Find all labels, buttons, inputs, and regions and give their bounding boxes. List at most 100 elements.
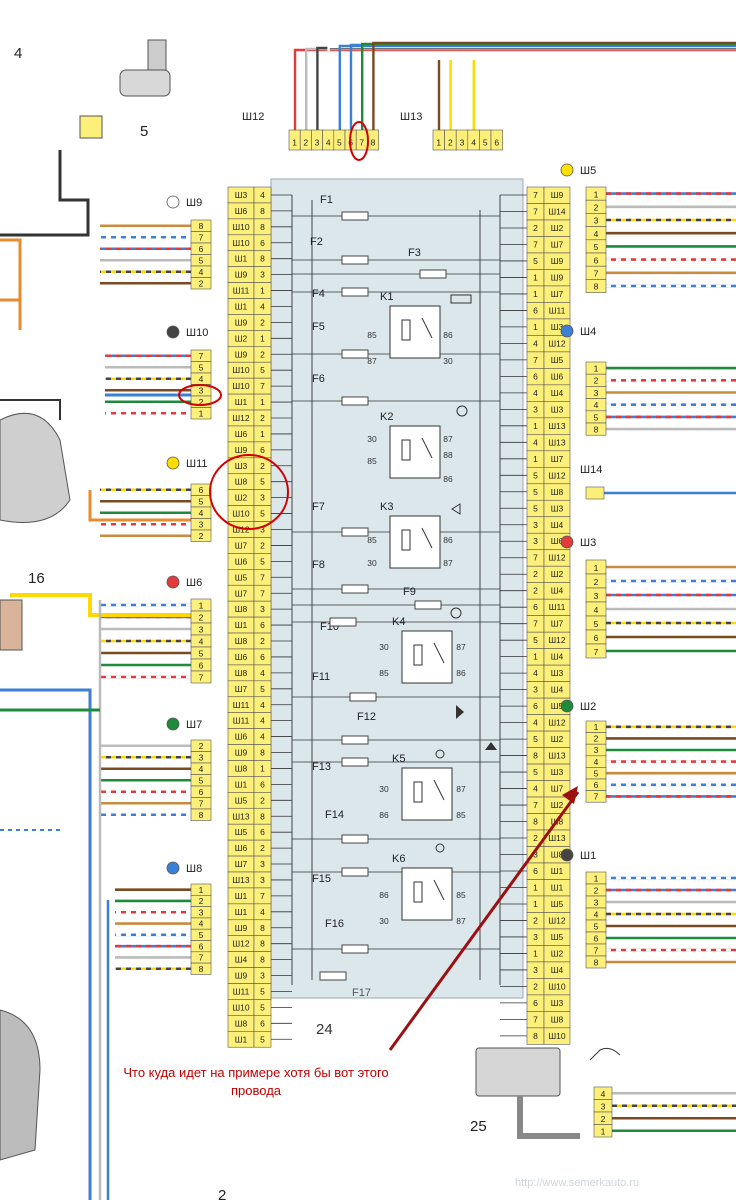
left-socket-label: Ш9 xyxy=(235,971,248,981)
connector-pin-label: 5 xyxy=(594,412,599,422)
connector-label-Ш13: Ш13 xyxy=(400,111,422,123)
fuse-F14 xyxy=(341,834,369,844)
left-socket-label: Ш2 xyxy=(235,493,248,503)
right-socket-label: Ш4 xyxy=(551,586,564,596)
fuse-label-F6: F6 xyxy=(312,373,325,385)
connector-pin-cell xyxy=(593,1124,613,1138)
connector-pin-label: 8 xyxy=(199,810,204,820)
wire-layer xyxy=(0,41,736,1200)
connector-pin-label: 2 xyxy=(199,741,204,751)
relay-pin-label: 30 xyxy=(443,356,453,366)
connector-pin-label: 2 xyxy=(199,397,204,407)
right-pin-label: 2 xyxy=(533,223,538,233)
right-socket-label: Ш2 xyxy=(551,800,564,810)
relay-contact xyxy=(433,879,445,901)
highlight-pin-3-circle xyxy=(178,384,222,406)
connector-label-Ш10: Ш10 xyxy=(186,327,208,339)
connector-pin-label: 2 xyxy=(199,531,204,541)
right-socket-label: Ш5 xyxy=(551,701,564,711)
right-socket-label: Ш9 xyxy=(551,256,564,266)
relay-pin-label: 86 xyxy=(456,668,466,678)
relay-coil xyxy=(401,319,411,341)
annotation-arrow-line xyxy=(388,791,580,1051)
left-socket-label: Ш5 xyxy=(235,572,248,582)
distributor-component xyxy=(0,1009,41,1161)
left-socket-label: Ш5 xyxy=(235,795,248,805)
relay-coil xyxy=(401,439,411,461)
right-socket-label: Ш10 xyxy=(548,1031,566,1041)
connector-color-dot xyxy=(166,861,180,875)
left-pin-label: 3 xyxy=(260,604,265,614)
highlight-pin-6-circle xyxy=(349,121,369,161)
connector-pin-label: 7 xyxy=(199,672,204,682)
relay-K5 xyxy=(401,767,453,821)
relay-component-bracket xyxy=(517,1096,580,1139)
left-pin-label: 4 xyxy=(260,732,265,742)
connector-pin-label: 7 xyxy=(199,351,204,361)
connector-pin-label: 6 xyxy=(594,780,599,790)
left-socket-label: Ш9 xyxy=(235,923,248,933)
right-pin-label: 5 xyxy=(533,487,538,497)
left-socket-label: Ш6 xyxy=(235,652,248,662)
right-socket-label: Ш13 xyxy=(548,833,566,843)
left-socket-label: Ш12 xyxy=(232,413,250,423)
fuse-F17 xyxy=(319,971,347,981)
fuse-label-F15: F15 xyxy=(312,873,331,885)
left-socket-label: Ш8 xyxy=(235,477,248,487)
right-socket-label: Ш9 xyxy=(551,272,564,282)
connector-pin-label: 3 xyxy=(199,624,204,634)
highlight-terminals-circle xyxy=(209,454,289,530)
right-socket-label: Ш2 xyxy=(551,734,564,744)
fuse-label-F11: F11 xyxy=(312,671,330,683)
connector-pin-label: 8 xyxy=(594,282,599,292)
right-pin-label: 5 xyxy=(533,256,538,266)
left-pin-label: 4 xyxy=(260,668,265,678)
left-socket-label: Ш6 xyxy=(235,556,248,566)
fuse-label-F2: F2 xyxy=(310,236,323,248)
left-pin-label: 1 xyxy=(260,333,265,343)
connector-pin-label: 3 xyxy=(315,138,320,148)
right-pin-label: 3 xyxy=(533,850,538,860)
left-pin-label: 8 xyxy=(260,254,265,264)
left-pin-label: 1 xyxy=(260,763,265,773)
left-pin-label: 5 xyxy=(260,987,265,997)
left-pin-label: 7 xyxy=(260,572,265,582)
relay-K4 xyxy=(401,630,453,684)
fuse-F9 xyxy=(414,600,442,610)
connector-pin-cell xyxy=(585,486,605,500)
fuse-label-F17: F17 xyxy=(352,987,371,999)
connector-pin-label: 2 xyxy=(448,138,453,148)
right-pin-label: 1 xyxy=(533,421,538,431)
foglamp-icon xyxy=(435,749,445,759)
right-pin-label: 7 xyxy=(533,553,538,563)
connector-pin-label: 5 xyxy=(594,768,599,778)
connector-pin-cell xyxy=(585,790,607,803)
right-pin-label: 1 xyxy=(533,272,538,282)
left-pin-label: 2 xyxy=(260,636,265,646)
left-pin-label: 6 xyxy=(260,620,265,630)
top-harness-wire xyxy=(372,41,736,130)
right-socket-label: Ш12 xyxy=(548,635,566,645)
connector-pin-label: 6 xyxy=(594,633,599,643)
connector-label-Ш14: Ш14 xyxy=(580,464,602,476)
connector-pin-label: 2 xyxy=(594,577,599,587)
connector-pin-cell xyxy=(585,279,607,293)
left-socket-label: Ш7 xyxy=(235,540,248,550)
left-socket-label: Ш9 xyxy=(235,270,248,280)
left-socket-label: Ш7 xyxy=(235,588,248,598)
relay-K6 xyxy=(401,867,453,921)
relay-contact xyxy=(433,642,445,664)
right-pin-label: 6 xyxy=(533,305,538,315)
connector-pin-label: 4 xyxy=(594,400,599,410)
right-pin-label: 4 xyxy=(533,338,538,348)
diode-icon xyxy=(456,705,464,719)
connector-color-dot xyxy=(166,195,180,209)
left-socket-label: Ш1 xyxy=(235,302,248,312)
connector-pin-label: 6 xyxy=(199,941,204,951)
connector-pin-label: 7 xyxy=(594,945,599,955)
connector-pin-label: 2 xyxy=(594,734,599,744)
right-socket-label: Ш8 xyxy=(551,1014,564,1024)
